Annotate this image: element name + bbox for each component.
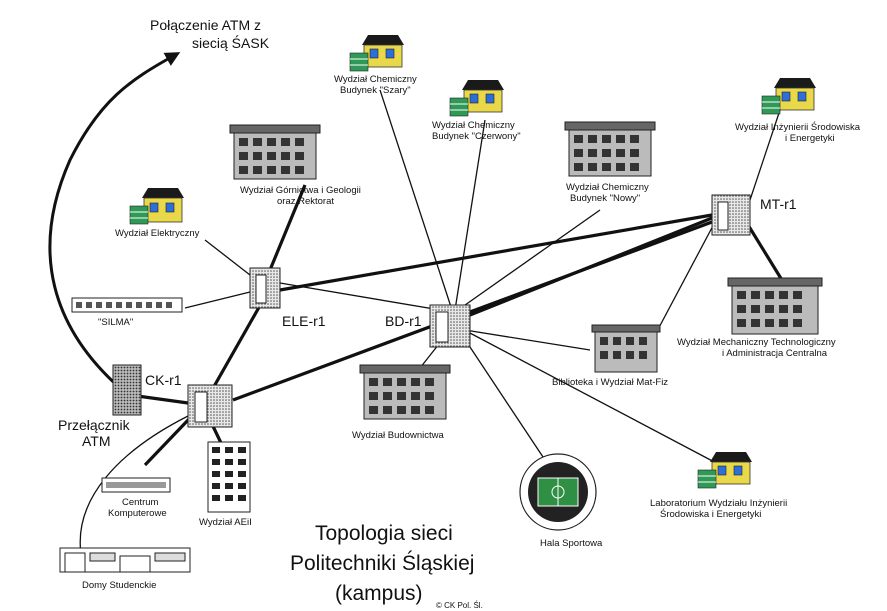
building-aeil	[207, 441, 251, 513]
link-bd-biblioteka	[464, 329, 591, 351]
label-gornictwa-2: oraz Rektorat	[277, 196, 334, 207]
label-chem-nowy-2: Budynek "Nowy"	[570, 193, 640, 204]
link-mt-srodowiska	[749, 109, 781, 201]
building-gornictwa	[229, 124, 321, 180]
router-bd-r1	[429, 304, 471, 348]
diagram-title-line2: Politechniki Śląskiej	[290, 551, 474, 575]
label-centrum-1: Centrum	[122, 497, 159, 508]
atm-connection-label-1: Połączenie ATM z	[150, 17, 261, 33]
atm-connection-label-2: siecią ŚASK	[192, 34, 270, 51]
link-ele-elektryczny	[204, 239, 251, 276]
label-mechaniczny-2: i Administracja Centralna	[722, 348, 828, 359]
link-bd-czerwony	[454, 119, 486, 311]
label-srodowiska-2: i Energetyki	[785, 133, 835, 144]
label-silma: "SILMA"	[98, 317, 133, 328]
label-mechaniczny-1: Wydział Mechaniczny Technologiczny	[677, 337, 836, 348]
link-bd-mt	[469, 216, 713, 317]
connection-lines	[48, 52, 787, 561]
building-mechaniczny	[727, 277, 823, 335]
label-atm-switch-1: Przełącznik	[58, 417, 131, 433]
label-ck-r1: CK-r1	[145, 372, 182, 388]
label-chem-szary-2: Budynek "Szary"	[340, 85, 411, 96]
building-hala	[519, 453, 597, 531]
link-ele-mt	[279, 213, 713, 292]
label-atm-switch-2: ATM	[82, 433, 111, 449]
label-chem-czerwony-2: Budynek "Czerwony"	[432, 131, 521, 142]
label-biblioteka: Biblioteka i Wydział Mat-Fiz	[552, 377, 668, 388]
label-mt-r1: MT-r1	[760, 196, 797, 212]
label-budownictwa: Wydział Budownictwa	[352, 430, 445, 441]
label-chem-czerwony-1: Wydział Chemiczny	[432, 120, 515, 131]
link-ele-silma	[184, 291, 251, 309]
link-bd-laboratorium	[467, 331, 721, 466]
router-ck-r1	[187, 384, 233, 428]
link-ele-bd	[279, 282, 453, 313]
diagram-title-line3: (kampus)	[335, 582, 423, 605]
label-centrum-2: Komputerowe	[108, 508, 167, 519]
label-chem-szary-1: Wydział Chemiczny	[334, 74, 417, 85]
link-bd-nowy	[457, 209, 601, 311]
diagram-title-line1: Topologia sieci	[315, 522, 453, 545]
label-gornictwa-1: Wydział Górnictwa i Geologii	[240, 185, 361, 196]
label-laboratorium-1: Laboratorium Wydziału Inżynierii	[650, 498, 787, 509]
link-ck-ele	[210, 301, 264, 391]
router-mt-r1	[711, 194, 751, 236]
building-chem-nowy	[564, 121, 656, 177]
link-ck-centrum	[143, 416, 192, 467]
building-chem-szary	[349, 35, 404, 72]
building-domy	[59, 547, 191, 573]
label-chem-nowy-1: Wydział Chemiczny	[566, 182, 649, 193]
label-aeil: Wydział AEiI	[199, 517, 252, 528]
router-ele-r1	[249, 267, 281, 309]
atm-switch	[112, 364, 142, 416]
link-bd-szary	[379, 89, 453, 311]
label-bd-r1: BD-r1	[385, 313, 422, 329]
building-biblioteka	[591, 324, 661, 373]
label-srodowiska-1: Wydział Inżynierii Środowiska	[735, 121, 861, 133]
link-mt-biblioteka	[654, 221, 716, 336]
atm-connection-arrow	[48, 52, 181, 397]
label-elektryczny: Wydział Elektryczny	[115, 228, 200, 239]
copyright-label: © CK Pol. Śl.	[436, 601, 483, 610]
building-laboratorium	[697, 452, 752, 489]
label-hala: Hala Sportowa	[540, 538, 603, 549]
label-domy: Domy Studenckie	[82, 580, 156, 591]
link-ck-mt	[232, 220, 713, 402]
link-ele-gorn	[268, 184, 307, 271]
building-centrum	[101, 477, 171, 493]
building-elektryczny	[129, 188, 184, 225]
label-ele-r1: ELE-r1	[282, 313, 326, 329]
link-mt-mech	[743, 219, 787, 286]
label-laboratorium-2: Środowiska i Energetyki	[660, 508, 761, 520]
building-chem-czerwony	[449, 80, 504, 117]
building-silma	[71, 297, 183, 313]
building-srodowiska	[761, 78, 816, 115]
building-budownictwa	[359, 364, 451, 420]
link-bd-hala	[461, 334, 546, 461]
